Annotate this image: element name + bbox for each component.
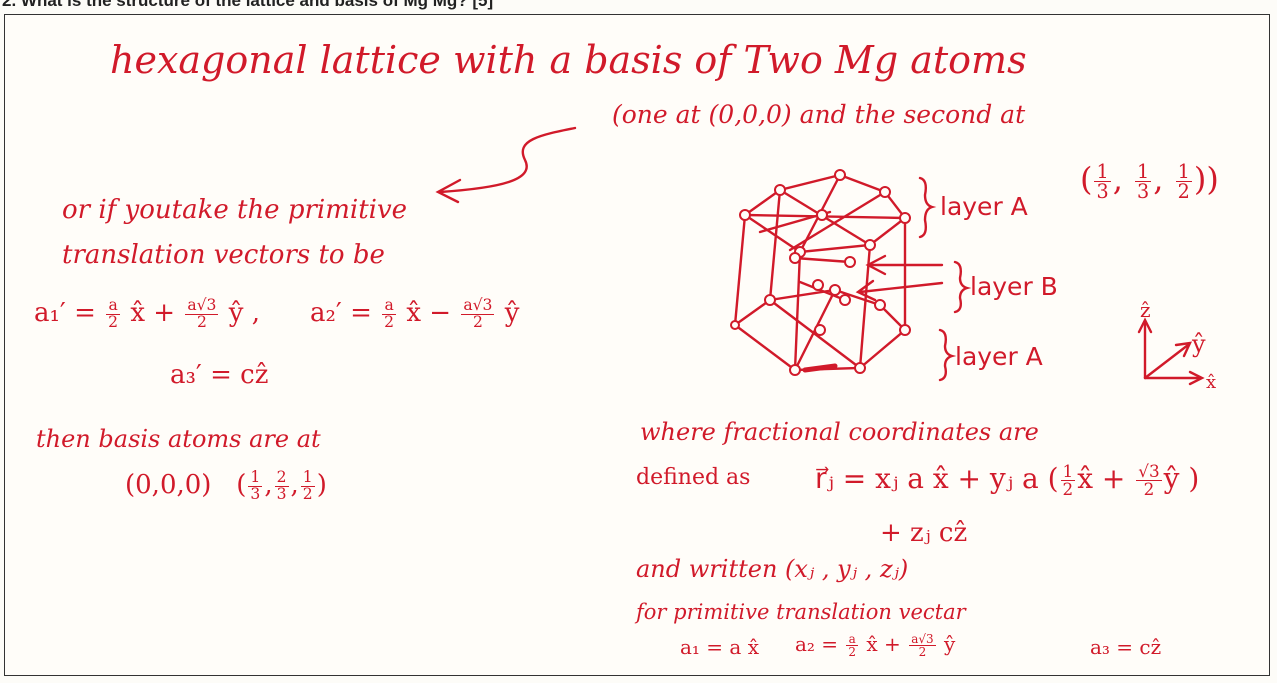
layer-b-label: layer B	[970, 272, 1058, 301]
hcp-unit-cell-sketch	[732, 173, 907, 373]
written-text: and written (xⱼ , yⱼ , zⱼ)	[636, 555, 909, 583]
alt-text-line-2: translation vectors to be	[62, 240, 385, 270]
handwritten-solution-frame	[4, 14, 1270, 676]
axis-z-label: ẑ	[1140, 298, 1151, 322]
atoms	[730, 169, 911, 376]
defined-as-label: defined as	[636, 465, 751, 490]
layer-a-bottom-label: layer A	[955, 342, 1043, 371]
question-header-strip: 2. What is the structure of the lattice …	[2, 0, 494, 10]
brace-layer-a-bottom	[938, 328, 957, 382]
alt-text-line-1: or if youtake the primitive	[62, 195, 408, 225]
vector-a3-prime: a₃′ = cẑ	[170, 360, 269, 390]
pointer-arrowhead	[435, 178, 462, 204]
axis-x-label: x̂	[1206, 372, 1217, 393]
then-basis-text: then basis atoms are at	[36, 425, 321, 453]
where-text: where fractional coordinates are	[640, 418, 1039, 446]
title-line-2: (one at (0,0,0) and the second at	[612, 100, 1026, 129]
primitive-a3: a₃ = cẑ	[1090, 635, 1162, 659]
brace-layer-b	[953, 260, 972, 314]
brace-layer-a-top	[918, 176, 937, 239]
title-line-1: hexagonal lattice with a basis of Two Mg…	[110, 38, 1027, 82]
axis-y-label: ŷ	[1192, 330, 1206, 358]
layer-a-top-label: layer A	[940, 192, 1028, 221]
zj-term: + zⱼ cẑ	[880, 518, 968, 548]
coordinate-axes	[1137, 317, 1205, 386]
for-primitive-text: for primitive translation vectar	[636, 600, 966, 624]
layer-b-arrow-2	[858, 281, 944, 294]
pointer-arrow	[438, 126, 577, 194]
primitive-a1: a₁ = a x̂	[680, 635, 759, 659]
